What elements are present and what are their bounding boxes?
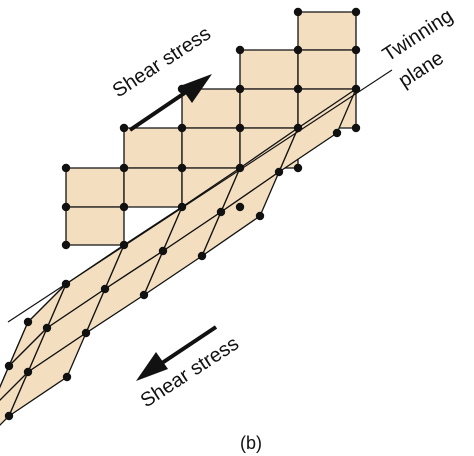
atom [351, 7, 361, 17]
twinning-plane-label-line1: Twinning [379, 5, 457, 66]
atom [61, 279, 71, 289]
atom [177, 163, 187, 173]
upper-cell [65, 206, 125, 246]
atom [293, 123, 303, 133]
upper-cell [123, 167, 183, 208]
atom [351, 84, 361, 94]
twinned-cell [0, 327, 48, 401]
twinned-lattice-cells [0, 87, 358, 426]
atom [119, 163, 129, 173]
atom [235, 123, 245, 133]
atom [119, 240, 129, 250]
atom [61, 163, 71, 173]
atom-layer [4, 7, 361, 421]
atom [4, 411, 14, 421]
atom [235, 202, 245, 212]
atom [235, 45, 245, 55]
upper-cell [297, 11, 357, 51]
atom [23, 317, 33, 327]
shear-arrow-bottom [136, 325, 218, 381]
upper-cell [297, 49, 357, 90]
figure-caption: (b) [240, 433, 262, 453]
atom [4, 361, 14, 371]
atom [293, 45, 303, 55]
atom [23, 367, 33, 377]
atom [61, 240, 71, 250]
upper-cell [181, 127, 241, 169]
atom [274, 167, 284, 177]
atom [293, 163, 303, 173]
atom [62, 372, 72, 382]
atom [158, 246, 168, 256]
atom [81, 328, 91, 338]
atom [351, 123, 361, 133]
atom [293, 84, 303, 94]
shear-arrow-top [128, 74, 212, 132]
atom [139, 290, 149, 300]
upper-cell [65, 167, 125, 208]
atom [332, 128, 342, 138]
atom [293, 7, 303, 17]
atom [119, 123, 129, 133]
atom [235, 163, 245, 173]
atom [216, 207, 226, 217]
upper-cell [239, 49, 299, 90]
atom [235, 84, 245, 94]
atom [197, 251, 207, 261]
atom [177, 202, 187, 212]
upper-cell [239, 88, 299, 129]
twinning-plane-line [7, 69, 393, 323]
atom [255, 211, 265, 221]
atom [61, 202, 71, 212]
atom [100, 284, 110, 294]
atom [351, 45, 361, 55]
atom [42, 323, 52, 333]
upper-cell [123, 127, 183, 169]
atom [119, 202, 129, 212]
atom [177, 123, 187, 133]
